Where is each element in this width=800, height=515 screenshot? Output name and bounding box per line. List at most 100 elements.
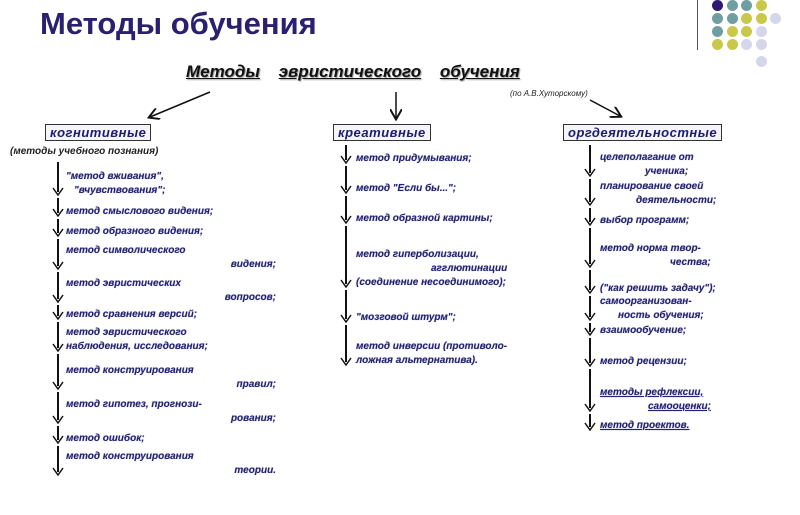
- method-item-line: "метод вживания",: [66, 171, 164, 182]
- down-arrow-icon: [584, 323, 596, 337]
- decor-dot: [741, 39, 752, 50]
- down-arrow-icon: [52, 272, 64, 304]
- method-item-line: ученика;: [645, 166, 689, 177]
- method-item: ("как решить задачу");: [600, 282, 775, 296]
- method-item-line: метод норма твор-: [600, 243, 701, 254]
- method-item-line: методы рефлексии,: [600, 387, 704, 398]
- method-item-line: метод образного видения;: [66, 226, 204, 237]
- method-item-line: вопросов;: [224, 292, 276, 303]
- method-item: "метод вживания", "вчувствования";: [66, 170, 276, 198]
- heading-credit: (по А.В.Хуторскому): [510, 89, 588, 98]
- method-item-line: правил;: [236, 379, 276, 390]
- method-item-line: самоорганизован-: [600, 296, 692, 307]
- down-arrow-icon: [340, 166, 352, 195]
- method-item-line: метод гиперболизации,: [356, 249, 479, 260]
- decor-dot: [712, 39, 723, 50]
- decor-dot: [741, 26, 752, 37]
- method-item-line: "мозговой штурм";: [356, 312, 456, 323]
- down-arrow-icon: [52, 392, 64, 425]
- down-arrow-icon: [584, 369, 596, 413]
- method-item-line: метод смыслового видения;: [66, 206, 214, 217]
- decor-dot: [712, 0, 723, 11]
- down-arrow-icon: [52, 426, 64, 445]
- method-item-line: взаимообучение;: [600, 325, 687, 336]
- method-item: метод эвристических вопросов;: [66, 277, 276, 305]
- down-arrow-icon: [340, 325, 352, 367]
- method-item: методы рефлексии, самооценки;: [600, 386, 775, 414]
- method-item-line: ("как решить задачу");: [600, 283, 716, 294]
- method-item: метод гиперболизации,агглютинации(соедин…: [356, 248, 556, 290]
- method-item-line: метод конструирования: [66, 365, 194, 376]
- arrow-to-orgactivity: [589, 99, 620, 116]
- decor-dot: [726, 13, 738, 24]
- decor-dot: [755, 0, 767, 11]
- method-item: метод ошибок;: [66, 432, 276, 446]
- down-arrow-icon: [584, 179, 596, 207]
- down-arrow-icon: [584, 338, 596, 368]
- method-item-line: ложная альтернатива).: [356, 355, 478, 366]
- method-item-line: теории.: [234, 465, 276, 476]
- method-item-line: самооценки;: [648, 401, 711, 412]
- method-item-line: метод эвристических: [66, 278, 181, 289]
- heading-word: Методы: [186, 62, 260, 81]
- method-item: метод эвристического наблюдения, исследов…: [66, 326, 276, 354]
- method-item: метод образной картины;: [356, 212, 556, 226]
- method-item: выбор программ;: [600, 214, 775, 228]
- category-orgactivity: оргдеятельностные: [563, 124, 723, 141]
- method-item-line: метод инверсии (противоло-: [356, 341, 508, 352]
- down-arrow-icon: [584, 228, 596, 269]
- down-arrow-icon: [52, 162, 64, 197]
- method-item: метод конструирования теории.: [66, 450, 276, 478]
- method-item-line: видения;: [230, 259, 276, 270]
- method-item-line: метод сравнения версий;: [66, 309, 198, 320]
- heading-word: обучения: [439, 62, 520, 81]
- method-item: метод норма твор-чества;: [600, 242, 775, 270]
- slide-title: Методы обучения: [40, 6, 317, 41]
- down-arrow-icon: [52, 219, 64, 238]
- method-item-line: метод рецензии;: [600, 356, 687, 367]
- method-item-line: (соединение несоединимого);: [356, 277, 506, 288]
- method-item: самоорганизован-ность обучения;: [600, 295, 775, 323]
- down-arrow-icon: [52, 354, 64, 391]
- down-arrow-icon: [584, 414, 596, 432]
- down-arrow-icon: [584, 208, 596, 227]
- method-item-line: наблюдения, исследования;: [66, 341, 208, 352]
- decor-dot: [726, 26, 738, 37]
- method-item: метод смыслового видения;: [66, 205, 276, 219]
- method-item-line: "вчувствования";: [74, 185, 166, 196]
- method-item: метод конструирования правил;: [66, 364, 276, 392]
- method-item: метод проектов.: [600, 419, 775, 433]
- decor-divider: [697, 0, 698, 50]
- decor-dot: [712, 13, 723, 24]
- down-arrow-icon: [340, 290, 352, 324]
- down-arrow-icon: [52, 239, 64, 271]
- down-arrow-icon: [340, 145, 352, 165]
- down-arrow-icon: [52, 446, 64, 477]
- method-item: метод "Если бы...";: [356, 182, 556, 196]
- method-item-line: выбор программ;: [600, 215, 690, 226]
- category-creative: креативные: [333, 124, 431, 141]
- decor-dot: [741, 0, 752, 11]
- down-arrow-icon: [340, 226, 352, 289]
- down-arrow-icon: [340, 196, 352, 225]
- method-item-line: метод эвристического: [66, 327, 187, 338]
- method-item: метод гипотез, прогнози-рования;: [66, 398, 276, 426]
- decor-dot: [726, 0, 738, 11]
- down-arrow-icon: [52, 305, 64, 321]
- decor-dot: [712, 26, 723, 37]
- decor-dot: [741, 13, 752, 24]
- down-arrow-icon: [52, 198, 64, 218]
- method-item: метод сравнения версий;: [66, 308, 276, 322]
- method-item: метод образного видения;: [66, 225, 276, 239]
- arrow-to-cognitive: [150, 91, 211, 117]
- method-item-line: метод проектов.: [600, 420, 690, 431]
- decor-dot: [755, 39, 767, 50]
- method-item-line: целеполагание от: [600, 152, 694, 163]
- method-item-line: метод конструирования: [66, 451, 194, 462]
- down-arrow-icon: [584, 145, 596, 178]
- method-item-line: деятельности;: [636, 195, 717, 206]
- heading-word: эвристического: [278, 62, 422, 81]
